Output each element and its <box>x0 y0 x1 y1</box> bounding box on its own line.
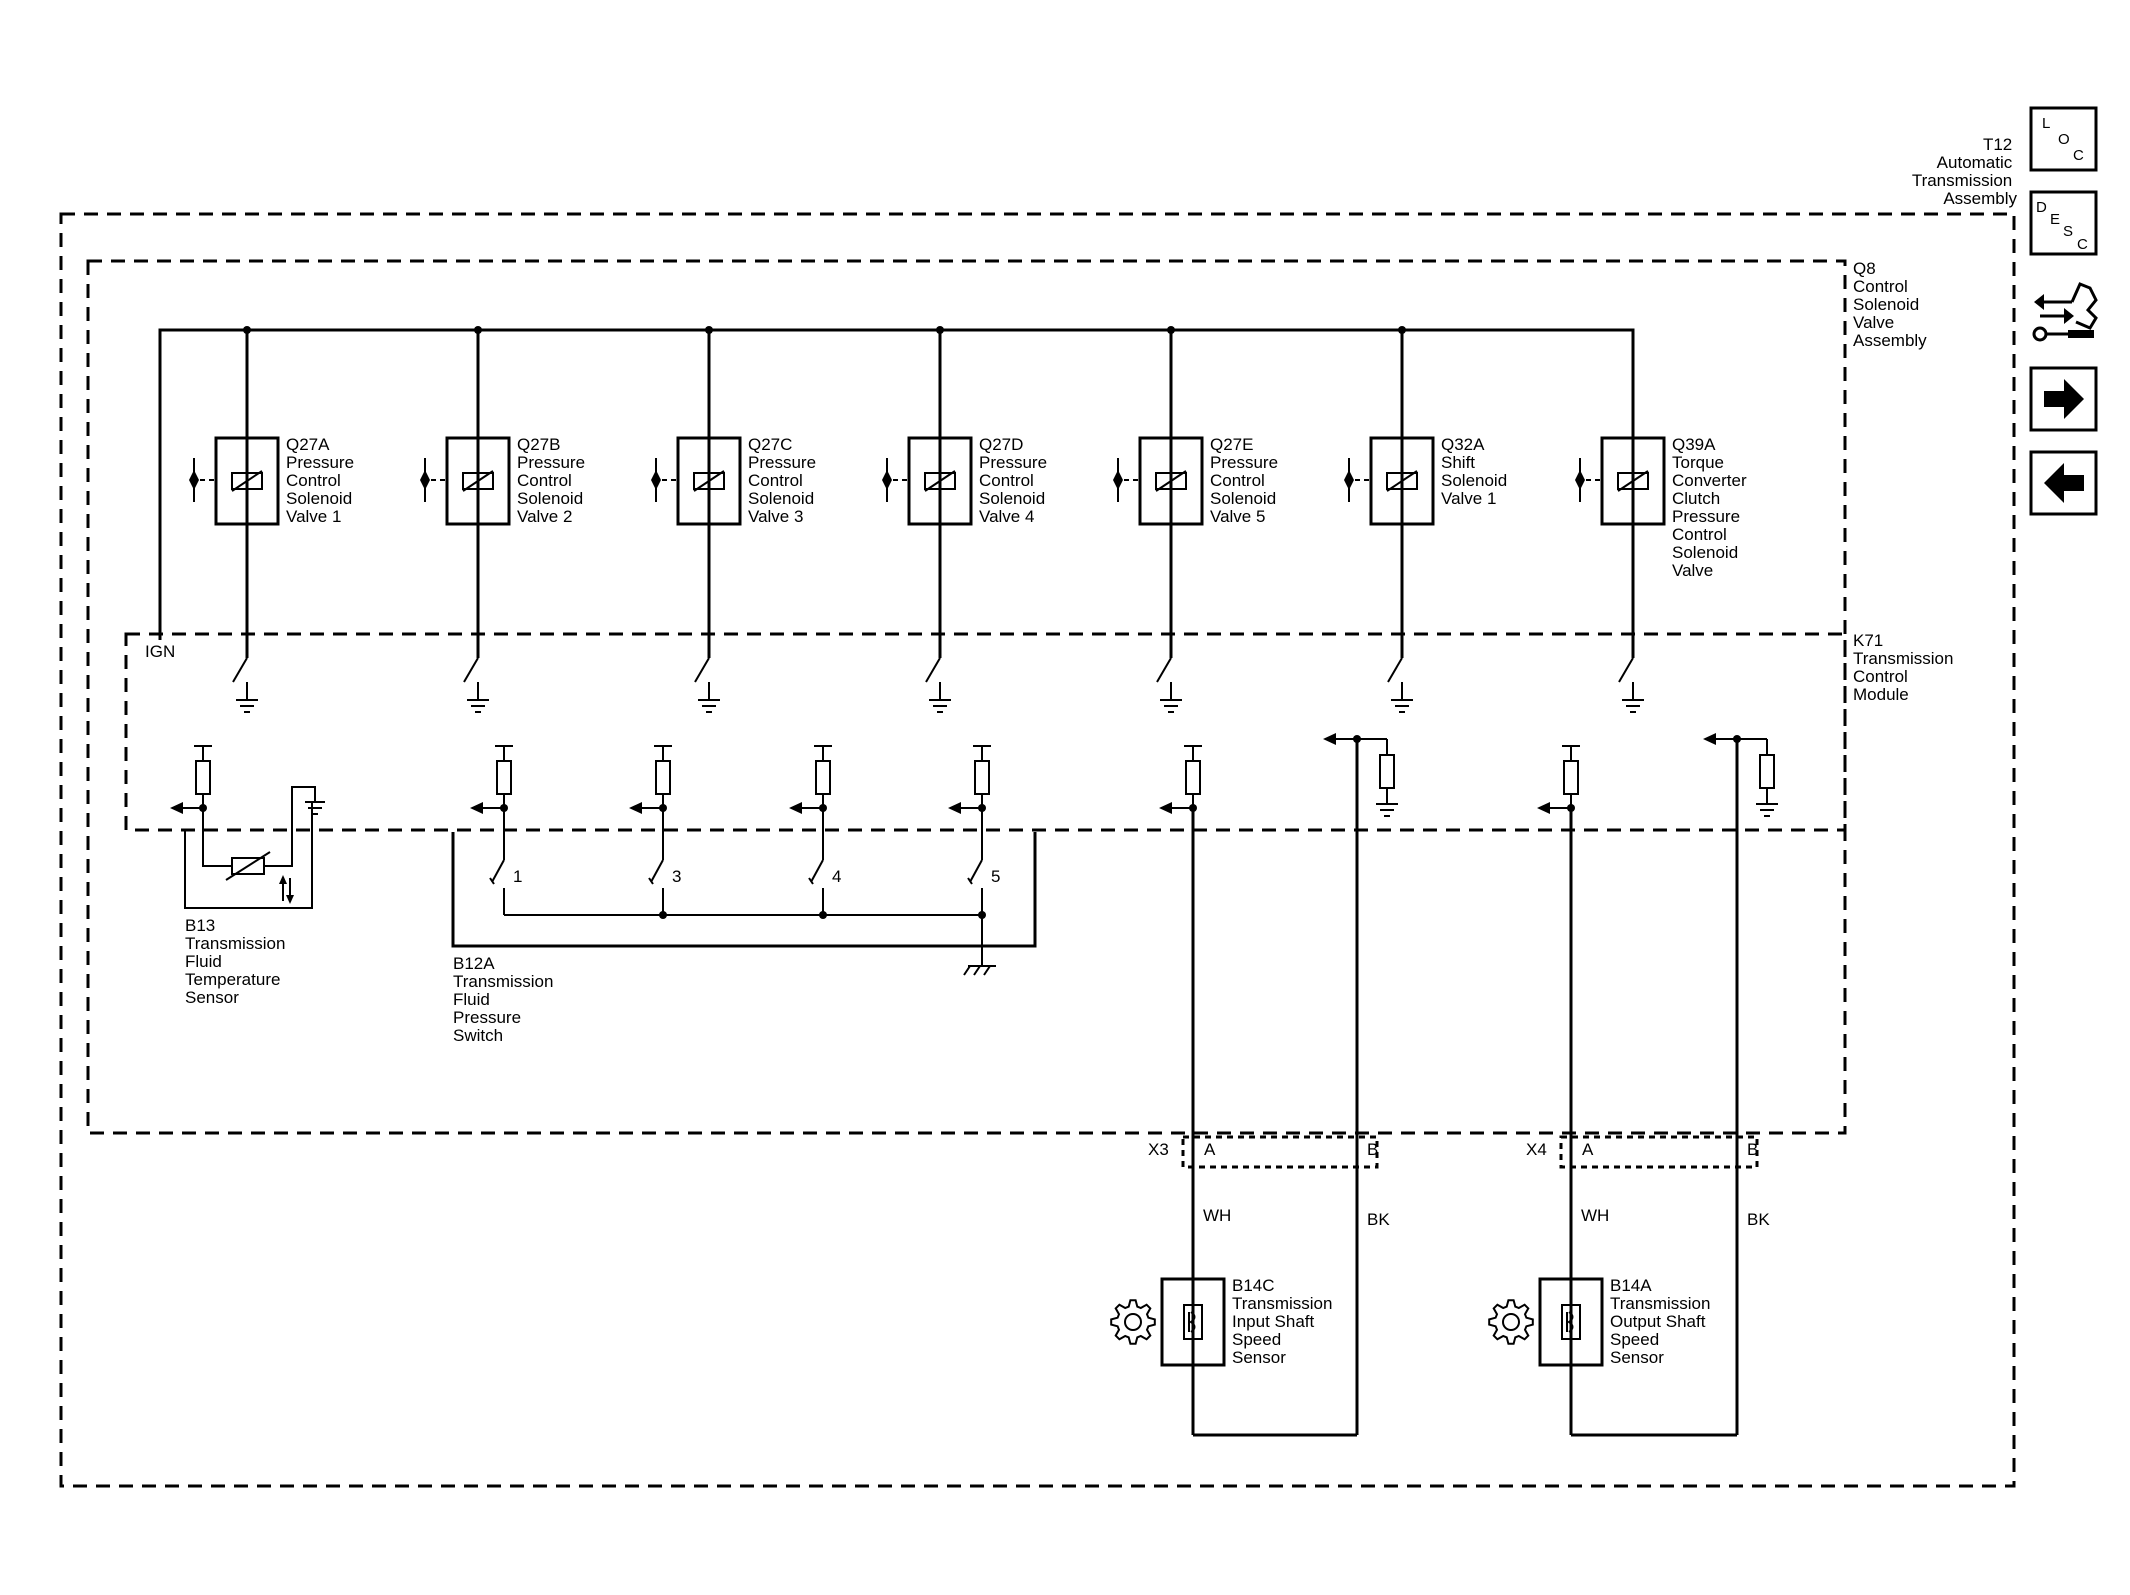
connector-pin-a: A <box>1582 1140 1594 1159</box>
pressure-switch-contact: 4 <box>789 745 841 919</box>
solenoid-coil-icon <box>1386 472 1418 490</box>
b13-label: B13 Transmission Fluid Temperature Senso… <box>185 916 290 1007</box>
connector-label: X3 <box>1148 1140 1169 1159</box>
b13-temperature-sensor-circuit: B13 Transmission Fluid Temperature Senso… <box>170 745 325 1007</box>
connector-tool-icon[interactable] <box>2032 282 2098 342</box>
k71-input-arrow <box>1159 802 1172 814</box>
solenoid-body <box>676 436 742 526</box>
ign-power-bus <box>158 328 1635 640</box>
contact-number: 4 <box>832 867 841 886</box>
contact-number: 5 <box>991 867 1000 886</box>
connector-pin-b: B <box>1747 1140 1758 1159</box>
wire-color-label: BK <box>1367 1210 1390 1229</box>
k71-input-arrow <box>948 802 961 814</box>
svg-text:L: L <box>2042 115 2050 132</box>
desc-button[interactable]: D E S C <box>2029 190 2098 256</box>
k71-input-arrow <box>170 802 183 814</box>
solenoid-coil-icon <box>1155 472 1187 490</box>
k71-input-arrow <box>789 802 802 814</box>
previous-page-button[interactable] <box>2029 450 2098 516</box>
b12a-pressure-switch-circuit: B12A Transmission Fluid Pressure Switch … <box>451 745 1037 1045</box>
solenoid-body <box>1369 436 1435 526</box>
solenoid-body <box>214 436 280 526</box>
pressure-switch-contact: 1 <box>470 745 522 915</box>
left-arrow-icon <box>2044 463 2084 503</box>
k71-input-arrow <box>1703 733 1716 745</box>
svg-text:C: C <box>2073 147 2084 164</box>
svg-text:E: E <box>2050 211 2060 228</box>
loc-button[interactable]: L O C <box>2029 106 2098 172</box>
pressure-switch-contact: 5 <box>948 745 1000 919</box>
solenoid-body <box>1138 436 1204 526</box>
gear-icon <box>1488 1299 1534 1345</box>
k71-input-arrow <box>1323 733 1336 745</box>
solenoid-coil-icon <box>231 472 263 490</box>
k71-input-arrow <box>629 802 642 814</box>
connector-pin-b: B <box>1367 1140 1378 1159</box>
connector-pin-a: A <box>1204 1140 1216 1159</box>
solenoid-coil-icon <box>693 472 725 490</box>
connector-x4 <box>1559 1135 1759 1169</box>
svg-text:O: O <box>2058 131 2070 148</box>
k71-input-arrow <box>470 802 483 814</box>
svg-text:S: S <box>2063 223 2073 240</box>
right-arrow-icon <box>2044 379 2084 419</box>
contact-number: 1 <box>513 867 522 886</box>
solenoid-coil-icon <box>1617 472 1649 490</box>
ign-label: IGN <box>145 642 175 661</box>
solenoid-body <box>445 436 511 526</box>
contact-number: 3 <box>672 867 681 886</box>
k71-module-boundary <box>124 632 1847 832</box>
hall-element-icon <box>1561 1304 1581 1340</box>
pressure-switch-contact: 3 <box>629 745 681 919</box>
k71-label: K71 Transmission Control Module <box>1853 631 1958 704</box>
solenoid-body <box>907 436 973 526</box>
b12a-label: B12A Transmission Fluid Pressure Switch <box>453 954 558 1045</box>
connector-x3 <box>1181 1135 1379 1169</box>
connector-label: X4 <box>1526 1140 1547 1159</box>
wire-color-label: WH <box>1581 1206 1609 1225</box>
svg-text:D: D <box>2036 199 2047 216</box>
next-page-button[interactable] <box>2029 366 2098 432</box>
wire-color-label: BK <box>1747 1210 1770 1229</box>
svg-text:C: C <box>2077 236 2088 253</box>
t12-assembly-boundary <box>59 212 2016 1488</box>
solenoid-coil-icon <box>924 472 956 490</box>
solenoid-coil-icon <box>462 472 494 490</box>
k71-input-arrow <box>1537 802 1550 814</box>
q8-label: Q8 Control Solenoid Valve Assembly <box>1853 259 1927 350</box>
wire-color-label: WH <box>1203 1206 1231 1225</box>
hall-element-icon <box>1183 1304 1203 1340</box>
solenoid-body <box>1600 436 1666 526</box>
gear-icon <box>1110 1299 1156 1345</box>
t12-label: T12 Automatic Transmission Assembly <box>1912 135 2018 208</box>
q8-assembly-boundary <box>86 259 1847 1135</box>
